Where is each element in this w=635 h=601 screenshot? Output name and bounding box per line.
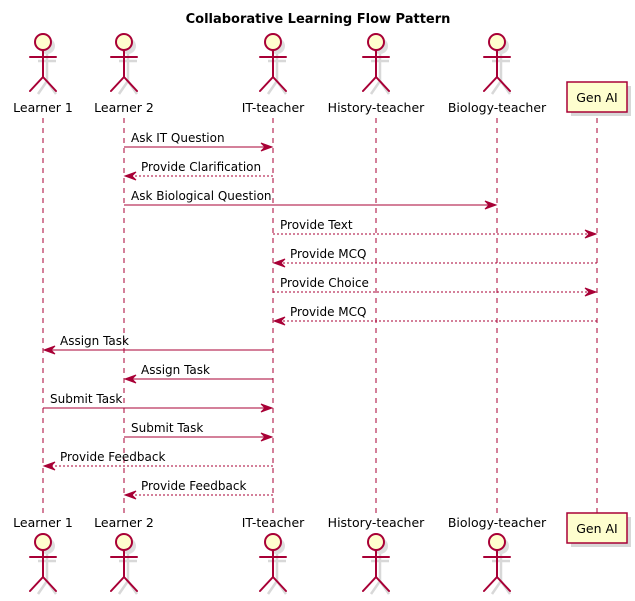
actor-body-shadow [266, 554, 288, 595]
arrowhead-icon [123, 171, 137, 181]
actor-body [362, 49, 390, 92]
actor-label: IT-teacher [242, 515, 305, 530]
message-label: Provide Feedback [60, 450, 165, 464]
message: Provide Choice [273, 276, 598, 297]
actor-head [115, 533, 133, 551]
message: Submit Task [124, 421, 274, 442]
actor-body [362, 549, 390, 592]
actor-head [34, 33, 52, 51]
actor-head [488, 533, 506, 551]
arrowhead-icon [42, 461, 56, 471]
actor-body [483, 49, 511, 92]
actor-body-shadow [266, 54, 288, 95]
participant-bottom-l2: Learner 2 [94, 515, 154, 595]
actor-body-shadow [36, 54, 58, 95]
actor-head [264, 533, 282, 551]
participant-bottom-ht: History-teacher [328, 515, 425, 595]
participant-label: Gen AI [576, 521, 618, 536]
message-label: Ask IT Question [131, 131, 225, 145]
arrowhead-icon [260, 403, 274, 413]
actor-head [488, 33, 506, 51]
message-label: Provide Feedback [141, 479, 246, 493]
actor-label: IT-teacher [242, 100, 305, 115]
message-label: Provide MCQ [290, 247, 366, 261]
message-label: Provide Text [280, 218, 353, 232]
message: Provide MCQ [272, 305, 597, 326]
arrowhead-icon [584, 287, 598, 297]
actor-body-shadow [490, 554, 512, 595]
message: Provide Feedback [123, 479, 273, 500]
participant-top-ai: Gen AI [566, 81, 631, 116]
message-label: Assign Task [141, 363, 210, 377]
actor-label: Learner 2 [94, 515, 154, 530]
participant-bottom-it: IT-teacher [242, 515, 305, 595]
participant-top-l2: Learner 2 [94, 33, 154, 115]
participant-box [566, 512, 628, 544]
actor-body [259, 549, 287, 592]
actor-body-shadow [117, 54, 139, 95]
message: Assign Task [42, 334, 273, 355]
actor-head [367, 33, 385, 51]
arrowhead-icon [260, 432, 274, 442]
actor-head [34, 533, 52, 551]
actor-body-shadow [369, 554, 391, 595]
actor-body [483, 549, 511, 592]
arrowhead-icon [584, 229, 598, 239]
actor-body [29, 49, 57, 92]
participant-top-it: IT-teacher [242, 33, 305, 115]
participant-box [566, 81, 628, 113]
message-label: Assign Task [60, 334, 129, 348]
message: Ask Biological Question [124, 189, 498, 210]
arrowhead-icon [123, 490, 137, 500]
message: Provide MCQ [272, 247, 597, 268]
message-label: Submit Task [50, 392, 122, 406]
message-label: Ask Biological Question [131, 189, 272, 203]
message-label: Provide Clarification [141, 160, 261, 174]
message-label: Provide MCQ [290, 305, 366, 319]
actor-body-shadow [490, 54, 512, 95]
message: Ask IT Question [124, 131, 274, 152]
actor-body [29, 549, 57, 592]
participant-heads: Learner 1 Learner 1 Learner 2 Learner 2 IT-t… [13, 33, 631, 595]
actor-label: Biology-teacher [448, 515, 547, 530]
message: Provide Feedback [42, 450, 273, 471]
actor-head [367, 533, 385, 551]
actor-label: Learner 1 [13, 515, 73, 530]
actor-body [110, 49, 138, 92]
message: Submit Task [43, 392, 274, 413]
message-label: Submit Task [131, 421, 203, 435]
arrowhead-icon [123, 374, 137, 384]
diagram-title: Collaborative Learning Flow Pattern [186, 12, 451, 27]
arrowhead-icon [272, 258, 286, 268]
actor-label: Biology-teacher [448, 100, 547, 115]
actor-body [110, 549, 138, 592]
actor-body-shadow [369, 54, 391, 95]
actor-head [115, 33, 133, 51]
arrowhead-icon [260, 142, 274, 152]
participant-bottom-l1: Learner 1 [13, 515, 73, 595]
actor-label: Learner 2 [94, 100, 154, 115]
actor-label: Learner 1 [13, 100, 73, 115]
actor-label: History-teacher [328, 100, 425, 115]
message: Provide Clarification [123, 160, 273, 181]
actor-body-shadow [36, 554, 58, 595]
actor-head [264, 33, 282, 51]
arrowhead-icon [42, 345, 56, 355]
actor-body-shadow [117, 554, 139, 595]
actor-label: History-teacher [328, 515, 425, 530]
participant-top-l1: Learner 1 [13, 33, 73, 115]
message: Assign Task [123, 363, 273, 384]
participant-bottom-bt: Biology-teacher [448, 515, 547, 595]
participant-label: Gen AI [576, 90, 618, 105]
actor-body [259, 49, 287, 92]
message: Provide Text [273, 218, 598, 239]
participant-top-bt: Biology-teacher [448, 33, 547, 115]
participant-bottom-ai: Gen AI [566, 512, 631, 547]
arrowhead-icon [484, 200, 498, 210]
participant-top-ht: History-teacher [328, 33, 425, 115]
message-label: Provide Choice [280, 276, 369, 290]
arrowhead-icon [272, 316, 286, 326]
